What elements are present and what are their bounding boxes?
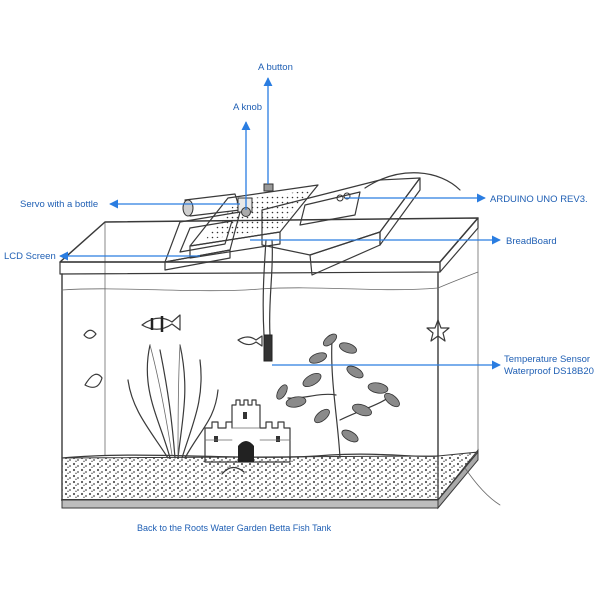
leafy-plant [276,333,400,459]
annotation-arrows [59,77,501,370]
tank-body [59,217,479,501]
electronics-assembly [164,172,461,362]
label-arduino: ARDUINO UNO REV3. [490,194,588,205]
castle-ornament [204,399,291,475]
label-temperature-sensor: Temperature Sensor [504,354,590,365]
caption: Back to the Roots Water Garden Betta Fis… [137,523,332,533]
fish-group [83,314,450,388]
label-temperature-sensor-model: Waterproof DS18B20 [504,366,594,377]
grass-plant [127,344,219,459]
label-servo: Servo with a bottle [20,199,98,210]
label-lcd-screen: LCD Screen [4,251,56,262]
gravel-bed [61,448,501,510]
label-button: A button [258,62,293,73]
label-knob: A knob [233,102,262,113]
label-breadboard: BreadBoard [506,236,557,247]
